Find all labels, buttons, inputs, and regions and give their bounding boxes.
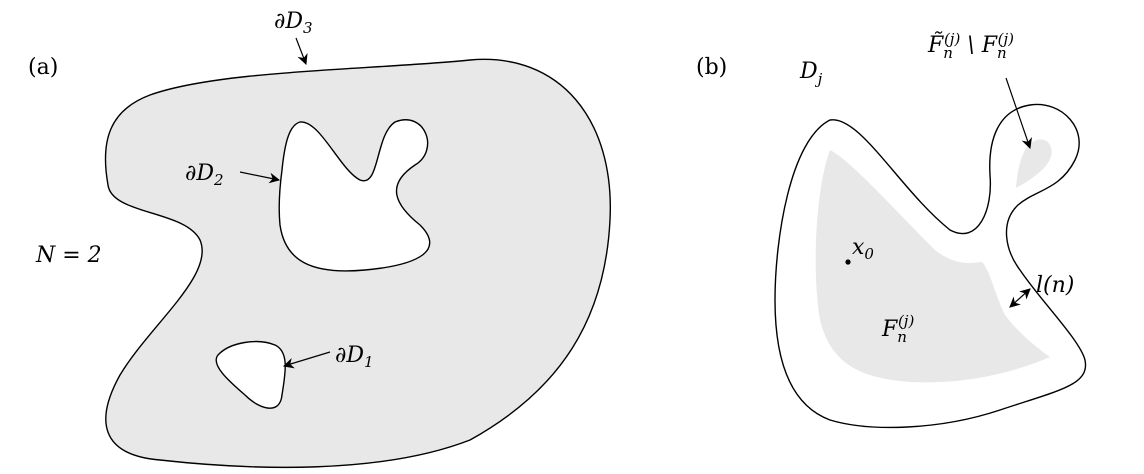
difference-arrow xyxy=(1005,77,1032,150)
reference-point xyxy=(845,259,851,265)
panel-a: (a) ∂D3 ∂D2 N = 2 ∂D1 xyxy=(28,9,611,469)
point-label: x0 xyxy=(852,235,874,263)
inner-set-region xyxy=(815,150,1050,383)
outer-domain-region xyxy=(104,58,611,469)
boundary-3-arrow xyxy=(295,37,308,66)
width-label: l(n) xyxy=(1036,273,1074,298)
boundary-2-arrow xyxy=(239,171,281,184)
boundary-3-label: ∂D3 xyxy=(274,9,313,37)
panel-b-tag: (b) xyxy=(696,55,727,80)
boundary-1-label: ∂D1 xyxy=(335,343,374,371)
boundary-1-arrow xyxy=(282,351,331,369)
n-count-label: N = 2 xyxy=(35,243,102,268)
boundary-2-label: ∂D2 xyxy=(185,161,224,189)
panel-b: (b) Dj F̃n(j) \ Fn(j) x0 Fn(j) l(n) xyxy=(696,30,1087,429)
width-arrow xyxy=(1009,288,1031,308)
inner-set-label: Fn(j) xyxy=(881,312,914,346)
difference-label: F̃n(j) \ Fn(j) xyxy=(927,30,1014,62)
difference-region xyxy=(1016,139,1052,188)
panel-a-tag: (a) xyxy=(28,55,58,80)
domain-label: Dj xyxy=(799,59,823,88)
